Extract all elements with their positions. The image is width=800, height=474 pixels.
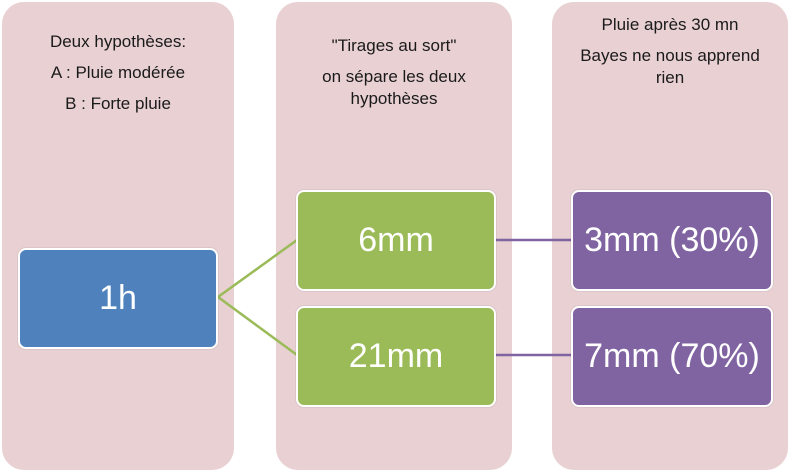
connector-root-to-21mm (217, 295, 298, 357)
node-result-7mm-label: 7mm (70%) (584, 337, 760, 375)
node-result-7mm: 7mm (70%) (571, 306, 773, 407)
node-hypothesis-21mm: 21mm (296, 306, 496, 407)
node-hypothesis-6mm: 6mm (296, 190, 496, 291)
connector-root-to-6mm (217, 238, 298, 299)
column-draws-line-2: on sépare les deux hypothèses (322, 67, 466, 108)
node-root-1h: 1h (18, 248, 218, 349)
node-result-3mm: 3mm (30%) (571, 190, 773, 291)
column-hypotheses-text: Deux hypothèses: A : Pluie modérée B : F… (2, 31, 234, 124)
column-hypotheses-line-3: B : Forte pluie (65, 94, 171, 113)
column-draws-text: "Tirages au sort" on sépare les deux hyp… (276, 35, 512, 119)
node-root-label: 1h (99, 279, 137, 317)
column-hypotheses-line-2: A : Pluie modérée (50, 63, 186, 82)
node-hypothesis-6mm-label: 6mm (358, 221, 434, 259)
node-result-3mm-label: 3mm (30%) (584, 221, 760, 259)
column-draws-line-1: "Tirages au sort" (331, 36, 457, 55)
column-hypotheses: Deux hypothèses: A : Pluie modérée B : F… (2, 2, 234, 470)
column-results-line-2: Bayes ne nous apprend rien (580, 46, 760, 87)
column-results-text: Pluie après 30 mn Bayes ne nous apprend … (552, 14, 788, 98)
node-hypothesis-21mm-label: 21mm (348, 337, 444, 375)
column-results-line-1: Pluie après 30 mn (601, 15, 739, 34)
column-hypotheses-line-1: Deux hypothèses: (49, 32, 187, 51)
